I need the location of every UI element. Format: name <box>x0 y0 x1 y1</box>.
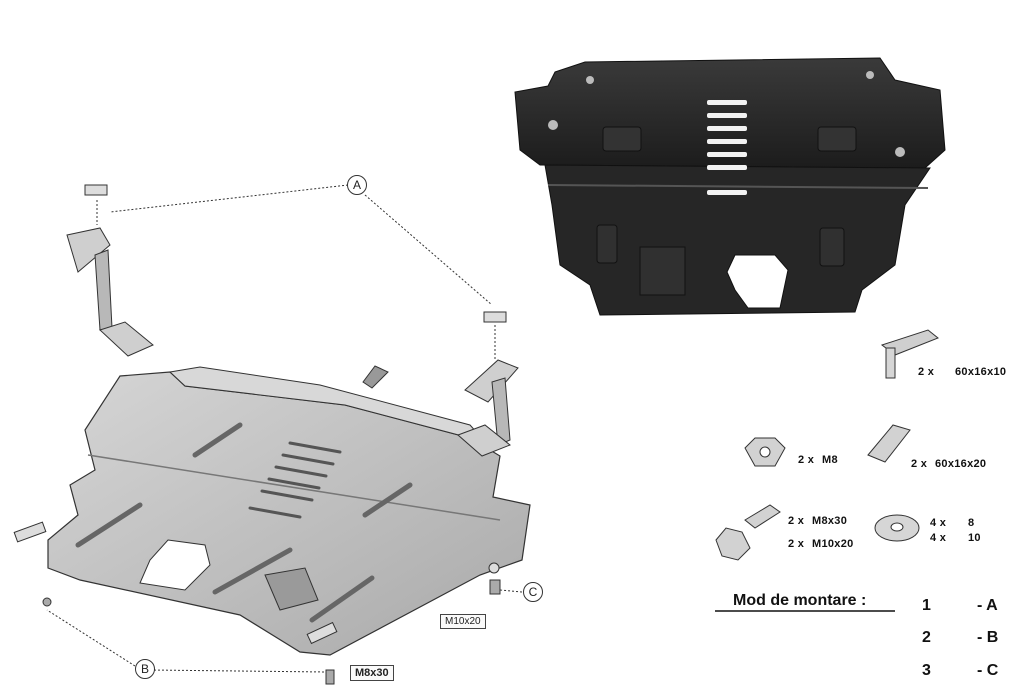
mounting-code-2: - B <box>977 629 999 646</box>
callout-a: A <box>347 175 367 195</box>
mounting-code-3: - C <box>977 662 999 679</box>
bolt-qty: 2 x <box>918 366 935 378</box>
callout-c: C <box>523 582 543 602</box>
washer-size-1: 8 <box>968 517 975 529</box>
tag-m10x20: M10x20 <box>440 614 486 629</box>
tag-m8x30: M8x30 <box>350 665 394 681</box>
mounting-code-1: - A <box>977 597 998 614</box>
l-bolt-icon <box>880 329 939 379</box>
plate-icon <box>867 424 911 463</box>
mounting-num-2: 2 <box>922 629 931 646</box>
hex-bolt-icon <box>715 504 781 561</box>
hardware-icons <box>715 329 939 612</box>
bolt-size: 60x16x10 <box>955 366 1007 378</box>
screw-size-2: M10x20 <box>812 538 854 550</box>
mounting-num-1: 1 <box>922 597 931 614</box>
guard-photo <box>514 57 946 316</box>
mounting-title: Mod de montare : <box>733 592 867 609</box>
washer-size-2: 10 <box>968 532 981 544</box>
plate-qty: 2 x <box>911 458 928 470</box>
mounting-num-3: 3 <box>922 662 931 679</box>
washer-qty-1: 4 x <box>930 517 947 529</box>
exploded-drawing <box>13 184 531 685</box>
washer-qty-2: 4 x <box>930 532 947 544</box>
callout-b: B <box>135 659 155 679</box>
screw-size-1: M8x30 <box>812 515 848 527</box>
screw-qty-1: 2 x <box>788 515 805 527</box>
nut-qty: 2 x <box>798 454 815 466</box>
plate-size: 60x16x20 <box>935 458 987 470</box>
nut-size: M8 <box>822 454 838 466</box>
screw-qty-2: 2 x <box>788 538 805 550</box>
